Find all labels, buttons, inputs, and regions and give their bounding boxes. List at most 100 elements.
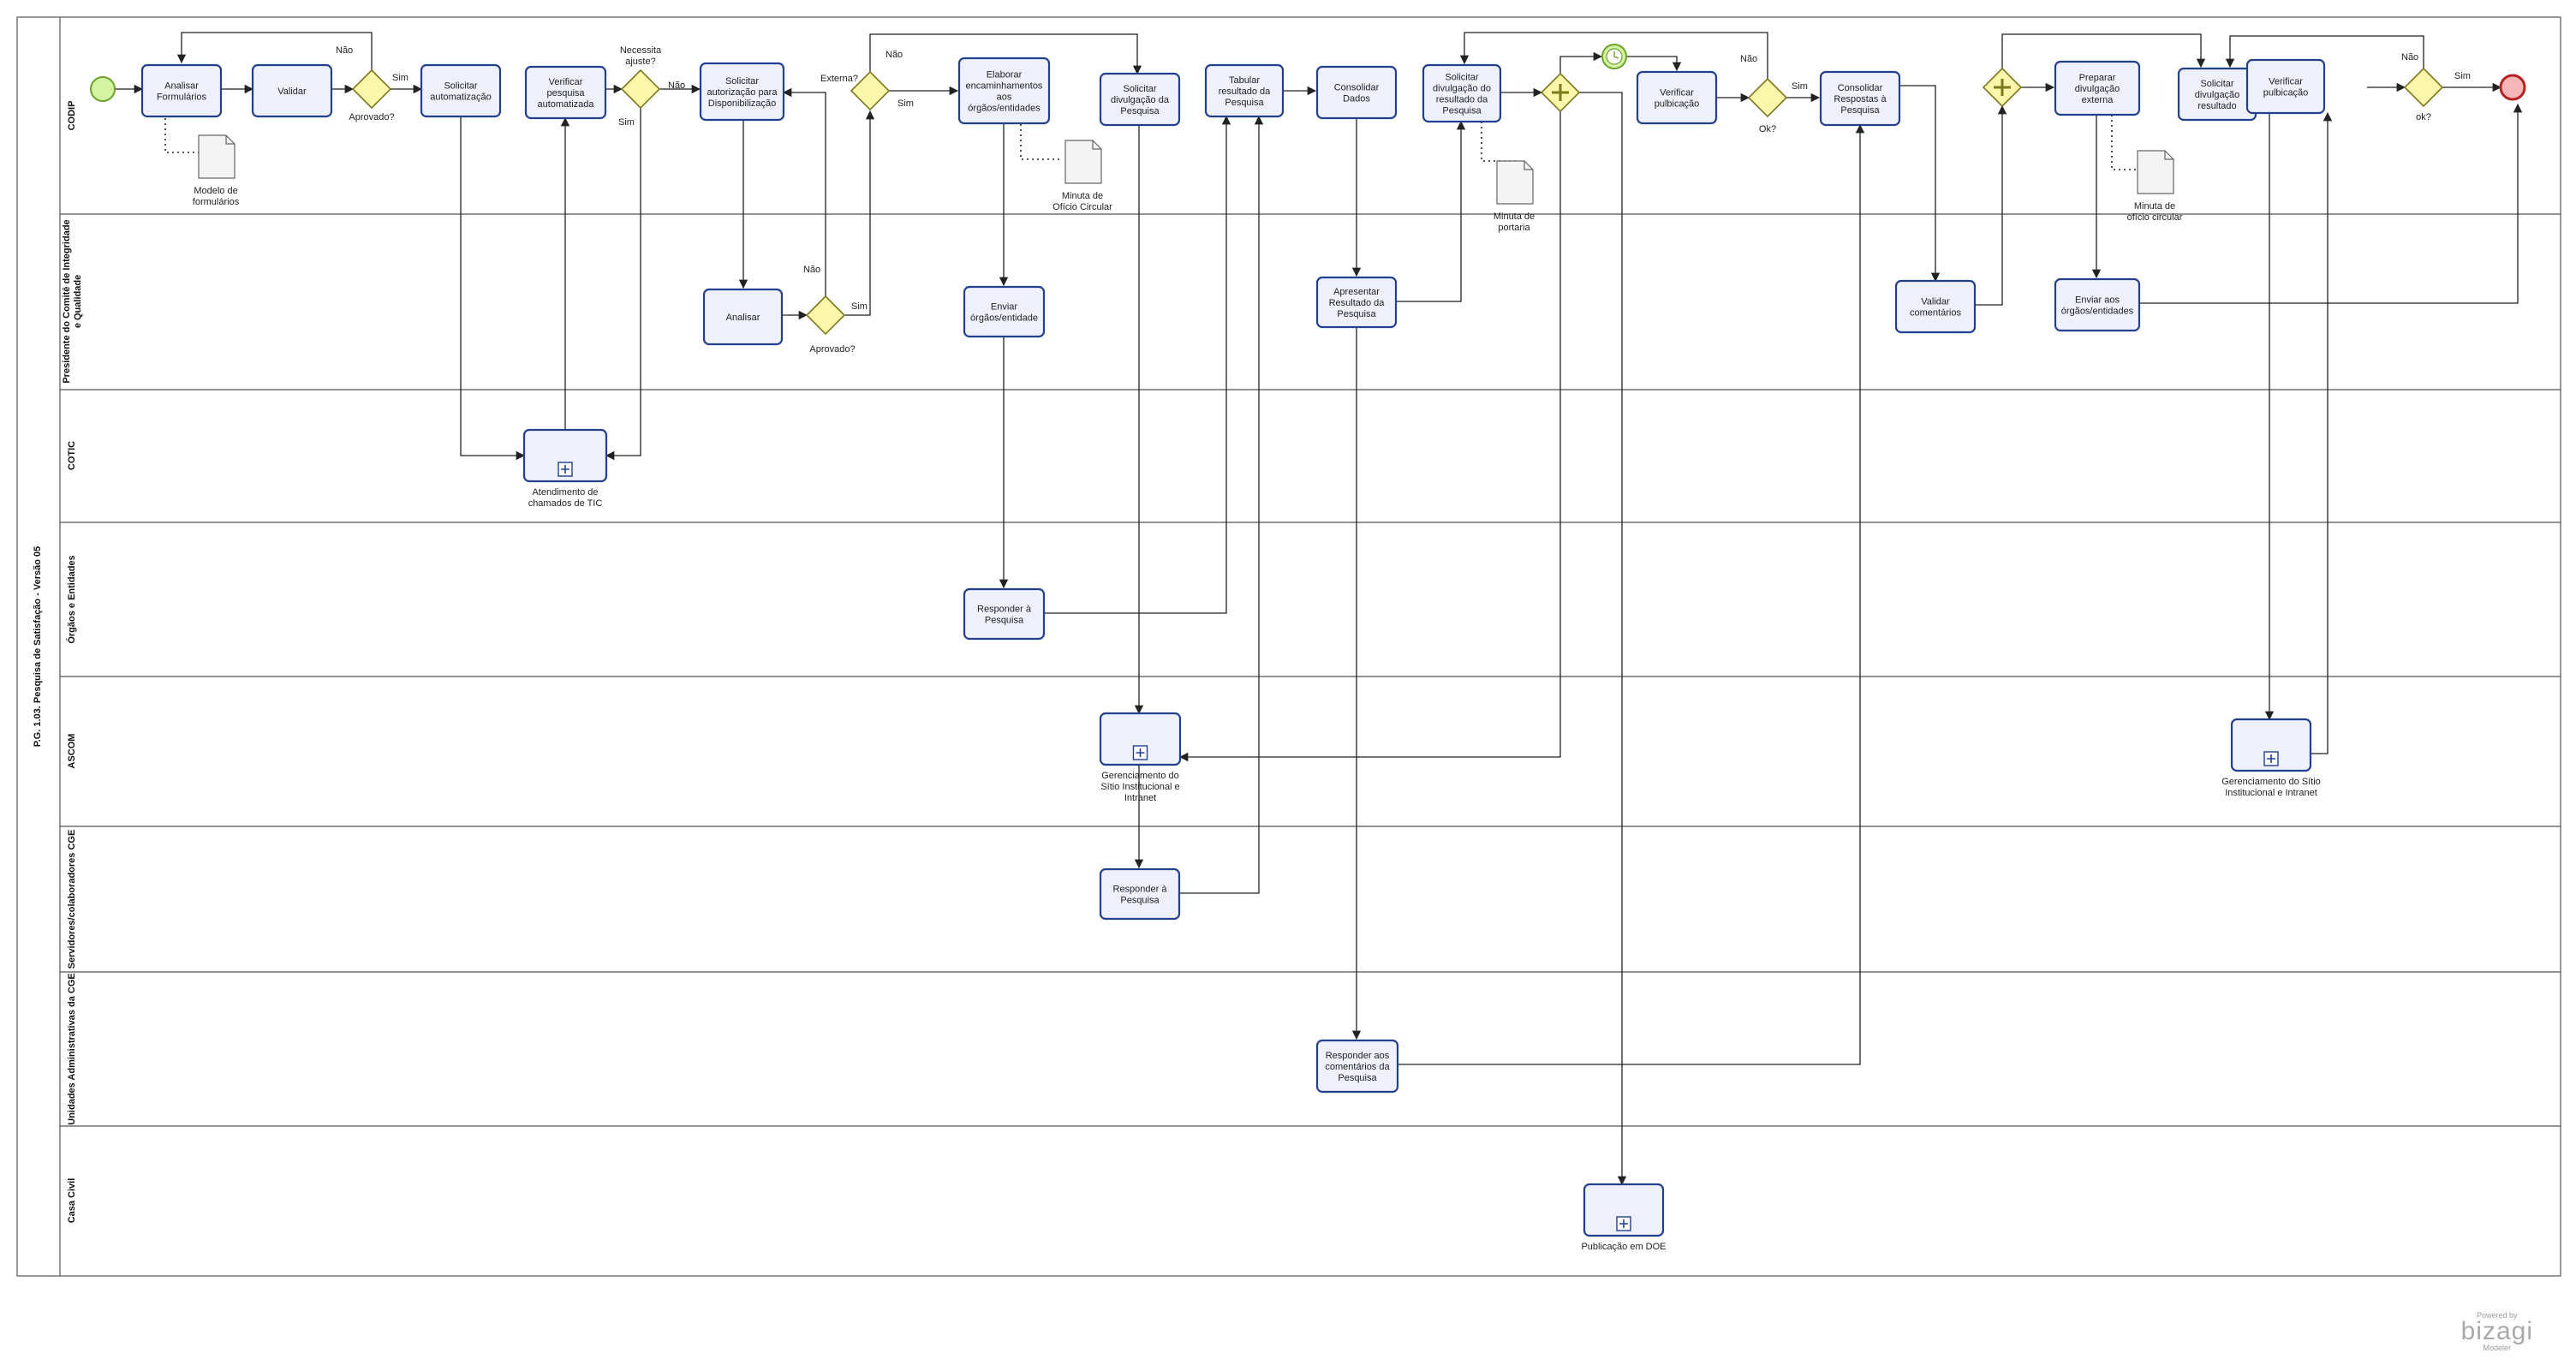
task-label: Validar [277, 86, 307, 97]
lane-label-servidores: Servidores/colaboradores CGE [67, 830, 77, 969]
subprocess-label: Publicação em DOE [1581, 1242, 1666, 1252]
flow-label-sim: Sim [851, 301, 868, 312]
subprocess-plus-icon [2263, 751, 2279, 766]
flow-label-sim: Sim [392, 73, 408, 83]
subprocess-s-publicacao[interactable]: Publicação em DOE [1581, 1183, 1667, 1252]
gateway-aprovado-1[interactable]: Aprovado? [349, 69, 395, 122]
subprocess-plus-icon [1616, 1216, 1631, 1231]
flow-label-sim: Sim [897, 98, 914, 109]
flow-label-nao: Não [336, 45, 353, 56]
parallel-gateway-2[interactable] [1982, 67, 2023, 108]
end-event[interactable] [2499, 74, 2526, 101]
lane-label-orgaos: Órgãos e Entidades [66, 555, 77, 643]
logo-edition: Modeler [2483, 1344, 2512, 1352]
flow-label-nao: Não [1740, 54, 1757, 64]
gateway-aprovado-1-label: Aprovado? [349, 112, 394, 122]
lane-label-codip: CODIP [67, 101, 77, 131]
lane-label-unidades: Unidades Administrativas da CGE [67, 973, 77, 1124]
logo-powered-by: Powered by [2477, 1311, 2518, 1320]
parallel-gateway-1[interactable] [1540, 72, 1581, 113]
lane-label-presidente: Presidente do Comitê de Integridadee Qua… [62, 219, 83, 383]
logo-brand: bizagi [2460, 1317, 2533, 1345]
flow-label-sim: Sim [2454, 71, 2471, 81]
start-event[interactable] [90, 76, 116, 102]
pool-title: P.G. 1.03. Pesquisa de Satisfação - Vers… [33, 546, 43, 748]
gateway-aprovado-2[interactable]: Aprovado? [805, 295, 856, 355]
flow-label-sim: Sim [1792, 81, 1808, 92]
subprocess-plus-icon [558, 462, 573, 477]
flow-label-nao: Não [668, 80, 685, 91]
pool: P.G. 1.03. Pesquisa de Satisfação - Vers… [16, 16, 2561, 1277]
flow-label-nao: Não [2401, 52, 2418, 63]
lanes: CODIP Presidente do Comitê de Integridad… [60, 101, 2561, 1223]
task-t-analisar[interactable]: Analisar [702, 288, 784, 346]
timer-event-icon[interactable] [1601, 44, 1627, 69]
gateway-ok-2[interactable]: ok? [2403, 67, 2444, 122]
bizagi-logo: Powered by bizagi Modeler [2461, 1311, 2533, 1352]
flow-label-nao: Não [803, 265, 820, 275]
flow-labels: Sim Não Não Sim Não Sim Não Sim Não Sim … [336, 45, 2471, 312]
gateway-aprovado-2-label: Aprovado? [809, 344, 855, 355]
task-t-validar[interactable]: Validar [251, 63, 333, 118]
gateway-ok-1[interactable]: Ok? [1747, 77, 1788, 134]
gateway-externa-label: Externa? [820, 74, 858, 84]
gateway-externa[interactable]: Externa? [820, 70, 891, 111]
